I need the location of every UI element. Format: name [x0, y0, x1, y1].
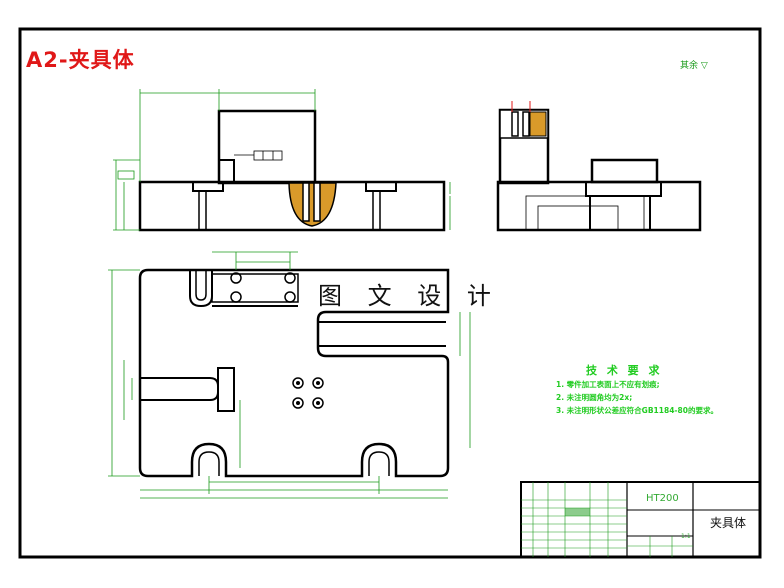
requirement-item: 3. 未注明形状公差应符合GB1184-80的要求。 — [556, 406, 718, 415]
technical-requirements: 技 术 要 求 1. 零件加工表面上不应有划痕; 2. 未注明圆角均为2x; 3… — [556, 362, 718, 417]
requirement-item: 2. 未注明圆角均为2x; — [556, 393, 633, 402]
technical-requirements-heading: 技 术 要 求 — [586, 364, 663, 377]
title-block — [520, 481, 761, 558]
title-block-part-name: 夹具体 — [710, 516, 747, 530]
surface-finish-note: 其余 ▽ — [680, 61, 708, 71]
title-block-material: HT200 — [646, 493, 679, 504]
top-view — [108, 251, 471, 499]
side-view — [496, 101, 702, 232]
requirement-item: 1. 零件加工表面上不应有划痕; — [556, 380, 660, 389]
drawing-title: A2-夹具体 — [26, 48, 135, 72]
watermark-text: 图 文 设 计 — [318, 282, 500, 310]
sheet-border — [18, 27, 762, 559]
front-view — [113, 89, 451, 232]
title-block-scale: 1:1 — [681, 533, 691, 540]
